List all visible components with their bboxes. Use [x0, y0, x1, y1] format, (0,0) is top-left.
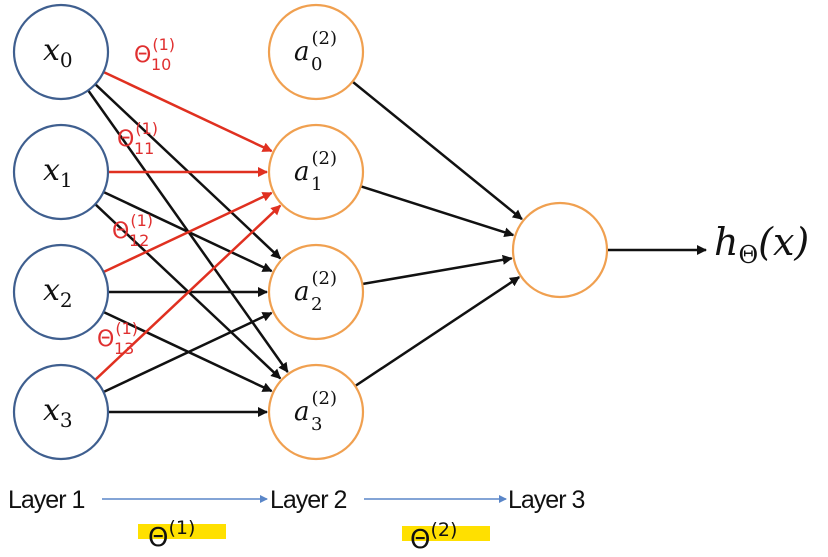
node-label-subscript: 2: [311, 294, 322, 315]
node-label-superscript: (2): [312, 388, 338, 409]
node-label-base: x: [43, 153, 60, 188]
edge-x0-a1-highlighted: [102, 70, 273, 153]
node-x2: x2: [12, 243, 110, 341]
output-function-label: hΘ(x): [608, 220, 809, 269]
weight-label-base: Θ: [134, 43, 151, 68]
node-a1: a(2) 1: [267, 123, 365, 221]
weight-label-superscript: (1): [135, 119, 158, 138]
weight-labels-group: Θ(1)10Θ(1)11Θ(1)12Θ(1)13: [97, 35, 175, 358]
node-x3: x3: [12, 363, 110, 461]
weight-label-subscript: 13: [114, 339, 134, 358]
node-label: x0: [43, 33, 73, 72]
edge-x2-a1-highlighted: [102, 191, 273, 274]
edge-x3-a1-highlighted: [94, 204, 282, 381]
weight-label-11: Θ(1)11: [117, 119, 158, 158]
node-label-superscript: (2): [312, 148, 338, 169]
node-x0: x0: [12, 3, 110, 101]
weight-label-superscript: (1): [115, 319, 138, 338]
node-label-subscript: 1: [311, 174, 322, 195]
layer-2-label: Layer 2: [270, 486, 346, 514]
node-label: x2: [43, 273, 73, 312]
node-circle: [267, 123, 365, 221]
weight-label-base: Θ: [97, 327, 114, 352]
node-label-subscript: 0: [60, 48, 73, 72]
svg-text:Θ(1): Θ(1): [148, 517, 195, 553]
node-x1: x1: [12, 123, 110, 221]
weight-label-superscript: (1): [130, 211, 153, 230]
node-label-subscript: 0: [311, 54, 322, 75]
output-prefix: h: [714, 220, 738, 264]
weight-label-subscript: 10: [151, 55, 171, 74]
node-label: a(2) 1: [294, 148, 337, 195]
node-a2: a(2) 2: [267, 243, 365, 341]
node-circle: [267, 3, 365, 101]
weight-label-13: Θ(1)13: [97, 319, 138, 358]
node-label-base: x: [43, 33, 60, 68]
node-label-base: a: [294, 37, 310, 67]
node-label-subscript: 1: [60, 168, 73, 192]
theta-2-superscript: (2): [430, 519, 457, 541]
output-argument: (x): [758, 220, 809, 264]
edges-group: [87, 70, 523, 417]
node-circle: [12, 243, 110, 341]
node-label-base: a: [294, 157, 310, 187]
weight-label-12: Θ(1)12: [112, 211, 153, 250]
node-a0: a(2) 0: [267, 3, 365, 101]
edge-a1-o: [360, 185, 515, 238]
node-circle: [12, 363, 110, 461]
node-label-subscript: 3: [60, 408, 73, 432]
weight-label-subscript: 12: [129, 231, 149, 250]
node-o: [511, 201, 609, 299]
theta-2-symbol: Θ: [410, 525, 430, 555]
weight-label-subscript: 11: [134, 139, 154, 158]
layer-captions: Layer 1 Layer 2 Layer 3: [8, 486, 585, 514]
theta-1-highlight: [138, 524, 226, 539]
theta-1-superscript: (1): [168, 517, 195, 539]
edge-a0-o: [351, 80, 523, 221]
edge-x3-a2: [102, 311, 273, 394]
node-label-base: a: [294, 277, 310, 307]
node-a3: a(2) 3: [267, 363, 365, 461]
svg-text:Θ(2): Θ(2): [410, 519, 457, 555]
node-circle: [12, 3, 110, 101]
edge-a2-o: [362, 254, 513, 286]
node-label-base: x: [43, 393, 60, 428]
theta-1-matrix-label: Θ(1): [138, 517, 226, 553]
node-label: a(2) 3: [294, 388, 337, 435]
node-label-subscript: 2: [60, 288, 73, 312]
node-circle: [267, 363, 365, 461]
node-label-superscript: (2): [312, 268, 338, 289]
node-circle: [12, 123, 110, 221]
node-label-base: x: [43, 273, 60, 308]
weight-label-base: Θ: [117, 127, 134, 152]
node-label-base: a: [294, 397, 310, 427]
svg-text:hΘ(x): hΘ(x): [714, 220, 809, 269]
node-circle: [267, 243, 365, 341]
node-label: a(2) 2: [294, 268, 337, 315]
weight-label-10: Θ(1)10: [134, 35, 175, 74]
theta-2-matrix-label: Θ(2): [402, 519, 490, 555]
edge-a3-o: [354, 276, 521, 388]
weight-label-base: Θ: [112, 219, 129, 244]
node-label-superscript: (2): [312, 28, 338, 49]
node-circle: [511, 201, 609, 299]
node-label: x1: [43, 153, 73, 192]
weight-label-superscript: (1): [152, 35, 175, 54]
theta-1-symbol: Θ: [148, 523, 168, 553]
layer-1-label: Layer 1: [8, 486, 84, 514]
node-label: a(2) 0: [294, 28, 337, 75]
node-label-subscript: 3: [311, 414, 322, 435]
node-label: x3: [43, 393, 73, 432]
layer-3-label: Layer 3: [508, 486, 584, 514]
theta-2-highlight: [402, 526, 490, 541]
output-subscript: Θ: [738, 241, 758, 269]
